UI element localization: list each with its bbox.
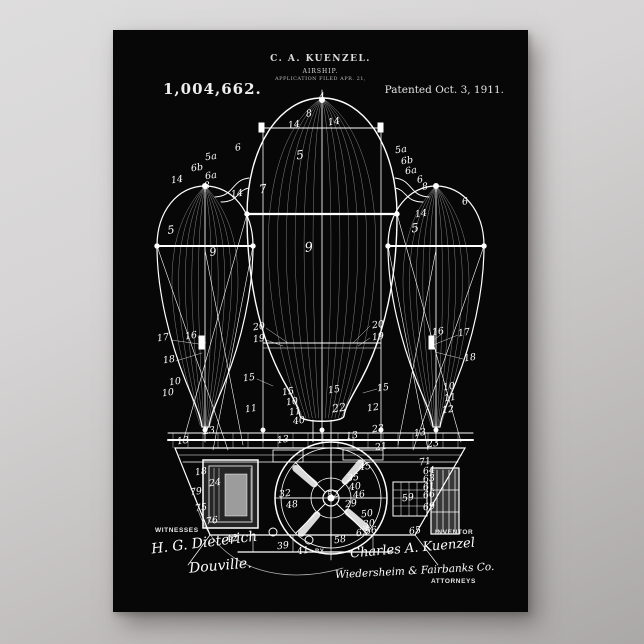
callout-number: 5 (167, 223, 176, 237)
callout-number: 66 (422, 489, 436, 502)
callout-number: 9 (304, 240, 314, 256)
callout-number: 8 (203, 180, 211, 192)
callout-number: 4 (318, 91, 326, 103)
callout-number: 46 (352, 489, 366, 502)
by-label: BY (315, 549, 325, 555)
callout-number: 5 (295, 148, 305, 163)
callout-number: 14 (287, 119, 301, 132)
callout-number: 23 (202, 425, 216, 438)
callout-number: 69 (422, 501, 436, 514)
callout-number: 5 (410, 221, 420, 236)
callout-number: 5a (394, 144, 407, 157)
callout-number: 18 (463, 352, 477, 365)
callout-number: 14 (414, 208, 428, 221)
callout-number: 14 (170, 174, 184, 187)
callout-number: 13 (176, 435, 190, 448)
callout-number: 6 (461, 196, 469, 208)
callout-number: 15 (327, 384, 341, 397)
callout-number: 62 (355, 527, 369, 540)
callout-number: 39 (276, 540, 290, 553)
callout-number: 41 (296, 545, 310, 558)
callout-number: 10 (161, 387, 175, 400)
patent-date: Patented Oct. 3, 1911. (385, 84, 504, 96)
callout-number: 15 (376, 382, 390, 395)
callout-number: 6b (190, 162, 204, 175)
callout-number: 16 (184, 330, 198, 343)
callout-number: 11 (443, 392, 457, 405)
callout-number: 45 (358, 461, 372, 474)
callout-number: 75 (194, 502, 208, 515)
callout-number: 65 (408, 525, 422, 538)
callouts-layer: 481414565a6b6a6861455a6b6a81414759917161… (113, 30, 528, 612)
callout-number: 21 (374, 441, 388, 454)
callout-number: 19 (252, 333, 266, 346)
callout-number: 76 (205, 515, 219, 528)
callout-number: 14 (327, 116, 341, 129)
callout-number: 40 (292, 415, 306, 428)
callout-number: 17 (156, 332, 170, 345)
callout-number: 20 (252, 321, 266, 334)
callout-number: 32 (278, 488, 292, 501)
callout-number: 15 (242, 372, 256, 385)
inventor-label: INVENTOR (435, 529, 473, 536)
callout-number: 17 (457, 327, 471, 340)
callout-number: 58 (333, 534, 347, 547)
callout-number: 13 (345, 430, 359, 443)
callout-number: 18 (194, 466, 208, 479)
callout-number: 7 (258, 182, 268, 197)
callout-number: 16 (431, 326, 445, 339)
callout-number: 79 (189, 486, 203, 499)
callout-number: 13 (276, 434, 290, 447)
callout-number: 19 (371, 331, 385, 344)
callout-number: 11 (244, 403, 258, 416)
callout-number: 59 (401, 492, 415, 505)
callout-number: 13 (413, 427, 427, 440)
callout-number: 23 (371, 423, 385, 436)
callout-number: 24 (208, 477, 222, 490)
patent-poster: C. A. KUENZEL. AIRSHIP. APPLICATION FILE… (113, 30, 528, 612)
callout-number: 5a (204, 151, 217, 164)
callout-number: 18 (162, 354, 176, 367)
callout-number: 52 (326, 489, 340, 502)
callout-number: 14 (230, 188, 244, 201)
callout-number: 48 (285, 499, 299, 512)
callout-number: 8 (421, 181, 429, 193)
patent-inventor-name: C. A. KUENZEL. (113, 54, 528, 64)
callout-number: 6 (234, 142, 242, 154)
callout-number: 22 (331, 401, 347, 416)
patent-number: 1,004,662. (163, 80, 262, 98)
callout-number: 12 (441, 404, 455, 417)
patent-title: AIRSHIP. (113, 68, 528, 75)
callout-number: 9 (209, 245, 218, 259)
callout-number: 23 (426, 438, 440, 451)
attorneys-label: ATTORNEYS (431, 578, 476, 585)
callout-number: 20 (371, 319, 385, 332)
callout-number: 12 (366, 402, 380, 415)
callout-number: 8 (305, 108, 313, 120)
witnesses-label: WITNESSES (155, 527, 199, 534)
